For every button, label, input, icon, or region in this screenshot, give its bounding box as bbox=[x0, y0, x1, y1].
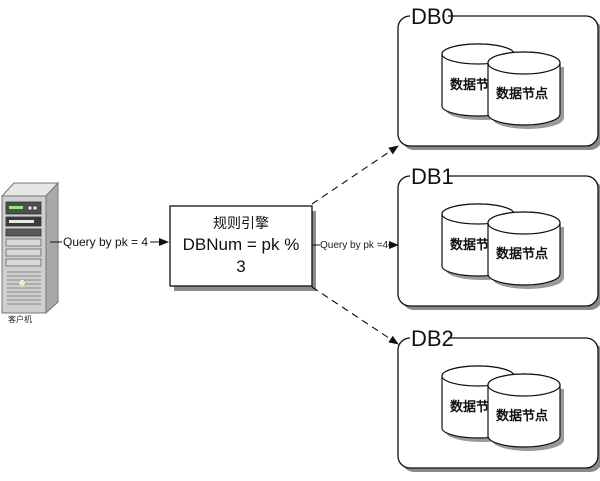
db-title: DB0 bbox=[411, 4, 454, 29]
cylinder-label: 数据节点 bbox=[496, 86, 548, 102]
edge-engine-to-db1: Query by pk =4 bbox=[312, 240, 399, 251]
db-title: DB1 bbox=[411, 164, 454, 189]
client-server[interactable]: 客户机 bbox=[0, 181, 60, 324]
rule-engine-title: 规则引擎 bbox=[213, 216, 269, 232]
data-node-front: 数据节点 bbox=[487, 51, 564, 129]
data-node-front: 数据节点 bbox=[487, 211, 564, 289]
rule-engine-formula-line1: DBNum = pk % bbox=[183, 235, 300, 254]
edge-engine-to-db0 bbox=[311, 145, 399, 205]
cylinder-top bbox=[487, 373, 561, 397]
db-title-backdrop bbox=[410, 326, 448, 348]
cylinder-label: 数据节点 bbox=[496, 408, 548, 424]
edge-label-client-to-engine: Query by pk = 4 bbox=[63, 235, 148, 249]
cylinder-top bbox=[487, 51, 561, 75]
edge-label-engine-to-db1: Query by pk =4 bbox=[320, 240, 389, 251]
db-title-backdrop bbox=[410, 4, 448, 26]
server-tower-icon bbox=[0, 181, 60, 315]
data-node-front: 数据节点 bbox=[487, 373, 564, 451]
client-label: 客户机 bbox=[8, 314, 32, 324]
db-title-backdrop bbox=[410, 164, 448, 186]
db-title: DB2 bbox=[411, 326, 454, 351]
rule-engine[interactable]: 规则引擎 DBNum = pk % 3 bbox=[169, 205, 316, 291]
cylinder-label: 数据节 bbox=[450, 237, 489, 253]
rule-engine-formula-line2: 3 bbox=[236, 257, 245, 276]
cylinder-label: 数据节点 bbox=[496, 246, 548, 262]
edge-engine-to-db2 bbox=[311, 286, 399, 345]
cylinder-top bbox=[487, 211, 561, 235]
cylinder-label: 数据节 bbox=[450, 77, 489, 93]
edge-client-to-engine: Query by pk = 4 bbox=[50, 235, 169, 249]
cylinder-label: 数据节 bbox=[450, 399, 489, 415]
rule-engine-box bbox=[169, 205, 313, 287]
